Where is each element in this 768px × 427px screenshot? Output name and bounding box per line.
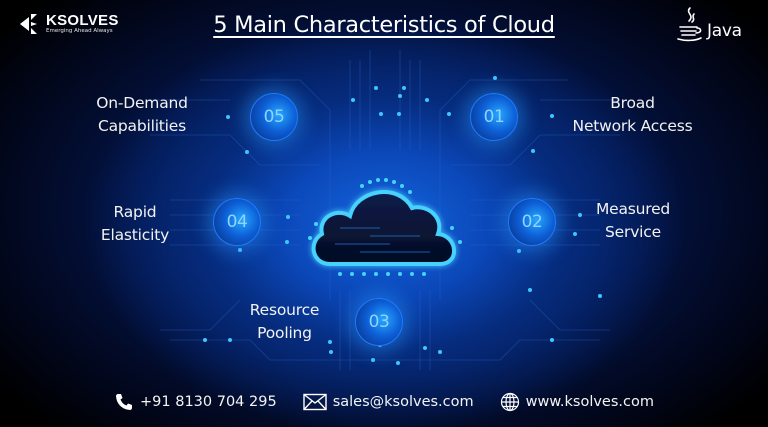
java-logo: Java	[675, 6, 742, 44]
mail-icon	[303, 393, 327, 411]
badge-01: 01	[470, 93, 518, 141]
label-line: Capabilities	[97, 117, 186, 135]
label-line: Resource	[249, 301, 320, 319]
label-rapid-elasticity: Rapid Elasticity	[80, 201, 190, 247]
phone-icon	[116, 394, 133, 410]
ksolves-logo-icon	[20, 14, 37, 34]
label-broad-network-access: Broad Network Access	[550, 92, 715, 138]
label-line: Service	[605, 223, 661, 241]
label-line: Measured	[595, 200, 671, 218]
badge-02: 02	[508, 198, 556, 246]
label-line: On-Demand	[96, 94, 188, 112]
phone-contact: +91 8130 704 295	[114, 392, 277, 412]
email-address[interactable]: sales@ksolves.com	[332, 394, 474, 410]
label-line: Rapid	[113, 203, 157, 221]
java-cup-icon	[677, 7, 702, 42]
java-label: Java	[707, 21, 742, 41]
phone-number[interactable]: +91 8130 704 295	[140, 394, 277, 410]
globe-icon	[500, 392, 519, 412]
website-contact: www.ksolves.com	[500, 392, 654, 412]
badge-05: 05	[250, 93, 298, 141]
label-resource-pooling: Resource Pooling	[232, 299, 337, 345]
label-line: Network Access	[572, 117, 693, 135]
ksolves-logo: KSOLVES Emerging Ahead Always	[20, 12, 119, 36]
email-contact: sales@ksolves.com	[303, 392, 474, 412]
label-line: Elasticity	[100, 226, 170, 244]
contact-footer: +91 8130 704 295 sales@ksolves.com www.k…	[0, 392, 768, 412]
website-url[interactable]: www.ksolves.com	[525, 394, 654, 410]
badge-03: 03	[355, 298, 403, 346]
brand-name: KSOLVES	[46, 12, 119, 30]
label-measured-service: Measured Service	[578, 198, 688, 244]
label-line: Pooling	[257, 324, 312, 342]
label-line: Broad	[610, 94, 655, 112]
label-on-demand-capabilities: On-Demand Capabilities	[72, 92, 212, 138]
brand-tagline: Emerging Ahead Always	[46, 28, 113, 35]
cloud-icon	[308, 178, 462, 276]
page-title: 5 Main Characteristics of Cloud	[213, 12, 555, 38]
badge-04: 04	[213, 198, 261, 246]
